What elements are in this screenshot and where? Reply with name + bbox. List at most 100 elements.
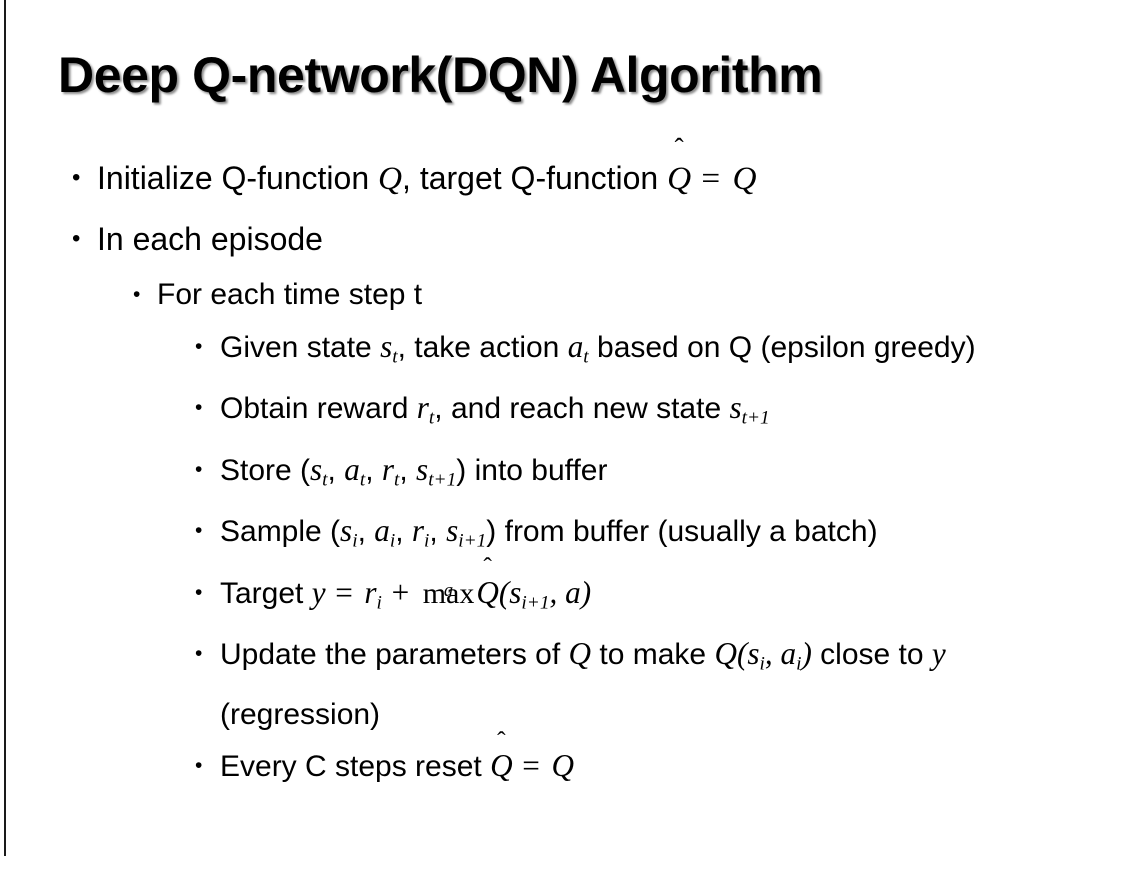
math-var-s-base: s bbox=[380, 329, 393, 364]
math-var-s: st bbox=[380, 329, 398, 367]
math-sub-t: t bbox=[583, 346, 589, 368]
math-sub-t: t bbox=[428, 407, 435, 429]
bullet-given-state-text: Given state st, take action at based on … bbox=[220, 321, 1100, 382]
math-var-r-base: r bbox=[381, 451, 394, 487]
bullet-initialize-text: Initialize Q-function Q, target Q-functi… bbox=[97, 148, 1124, 209]
bullet-sample-buffer: • Sample (si, ai, ri, si+1) from buffer … bbox=[0, 505, 1124, 566]
math-max-limit: a bbox=[443, 580, 454, 602]
bullet-sample-buffer-text: Sample (si, ai, ri, si+1) from buffer (u… bbox=[220, 505, 1100, 566]
bullet-list-level-3: • Given state st, take action at based o… bbox=[0, 321, 1124, 792]
bullet-store-buffer-text: Store (st, at, rt, st+1) into buffer bbox=[220, 444, 1100, 505]
bullet-target-equation: • Target y = ri + maxâQ(si+1, a) bbox=[0, 567, 1124, 628]
text-run: , bbox=[365, 453, 382, 487]
bullet-for-each-time-step-text: For each time step t bbox=[157, 278, 423, 311]
text-run: Initialize Q-function bbox=[97, 160, 379, 196]
math-var-q-hat: ̂Q bbox=[490, 740, 513, 791]
bullet-dot-icon: • bbox=[195, 642, 203, 666]
math-var-r: rt bbox=[381, 451, 400, 491]
text-run: based on Q (epsilon greedy) bbox=[588, 331, 976, 364]
text-run: close to bbox=[811, 638, 932, 672]
text-run: Obtain reward bbox=[220, 392, 417, 426]
math-sub-t-plus-1: t+1 bbox=[741, 407, 770, 429]
bullet-dot-icon: • bbox=[195, 335, 203, 358]
text-run: (regression) bbox=[220, 698, 381, 732]
bullet-list-level-1: • Initialize Q-function Q, target Q-func… bbox=[0, 148, 1124, 792]
math-var-s-next: st+1 bbox=[416, 452, 456, 490]
math-var-s-base: s bbox=[729, 390, 742, 426]
math-paren-close: ) bbox=[801, 636, 812, 672]
bullet-for-each-time-step: • For each time step t bbox=[0, 269, 1124, 321]
text-run: , take action bbox=[397, 331, 568, 364]
nested-level-2-container: • For each time step t • Given state st,… bbox=[0, 269, 1124, 792]
math-equals: = bbox=[701, 160, 723, 197]
math-var-q: Q bbox=[551, 748, 574, 784]
math-var-y: y bbox=[311, 574, 326, 610]
bullet-dot-icon: • bbox=[195, 580, 203, 604]
math-var-s-base: s bbox=[446, 513, 459, 549]
math-sub: t bbox=[394, 469, 400, 491]
bullet-obtain-reward: • Obtain reward rt, and reach new state … bbox=[0, 382, 1124, 443]
math-plus: + bbox=[391, 574, 412, 610]
bullet-dot-icon: • bbox=[195, 519, 203, 543]
text-run: to make bbox=[591, 638, 715, 672]
math-var-s-base: s bbox=[509, 574, 522, 610]
math-var-s-next: st+1 bbox=[729, 390, 769, 428]
math-var-s-base: s bbox=[747, 636, 760, 672]
bullet-list-level-2: • For each time step t • Given state st,… bbox=[0, 269, 1124, 792]
math-var-r: ri bbox=[411, 513, 430, 551]
bullet-reset-target-network: • Every C steps reset ̂Q = Q bbox=[0, 740, 1124, 792]
text-run: , bbox=[395, 515, 412, 549]
math-equals: = bbox=[335, 574, 355, 610]
bullet-dot-icon: • bbox=[72, 225, 81, 252]
math-var-q-base: Q bbox=[667, 160, 692, 197]
math-var-q2: Q bbox=[732, 160, 757, 197]
bullet-dot-icon: • bbox=[133, 283, 141, 306]
math-paren-open: ( bbox=[736, 636, 748, 672]
bullet-reset-target-network-text: Every C steps reset ̂Q = Q bbox=[220, 740, 1100, 792]
math-var-q: Q bbox=[568, 636, 592, 672]
math-var-a-base: a bbox=[374, 513, 390, 549]
bullet-target-equation-text: Target y = ri + maxâQ(si+1, a) bbox=[220, 567, 1100, 628]
math-var-r-base: r bbox=[416, 390, 429, 426]
math-paren-open: ( bbox=[498, 574, 510, 610]
math-var-s: si bbox=[747, 636, 765, 675]
bullet-dot-icon: • bbox=[195, 754, 203, 778]
text-run: Update the parameters of bbox=[220, 638, 569, 672]
math-sub-i: i bbox=[759, 653, 765, 675]
math-sub-i: i bbox=[796, 653, 802, 675]
math-var-a: at bbox=[568, 329, 589, 368]
text-run: , bbox=[357, 515, 375, 549]
math-var-r: ri bbox=[364, 574, 382, 613]
bullet-in-each-episode: • In each episode bbox=[0, 209, 1124, 269]
math-var-q2: Q bbox=[714, 636, 737, 672]
math-var-s-base: s bbox=[340, 513, 353, 549]
text-run: ) into buffer bbox=[456, 453, 608, 487]
math-var-s-next: si+1 bbox=[509, 574, 550, 614]
math-sub-i-plus-1: i+1 bbox=[521, 592, 550, 614]
math-var-q: Q bbox=[378, 160, 403, 197]
bullet-dot-icon: • bbox=[195, 396, 203, 420]
page-title: Deep Q-network(DQN) Algorithm bbox=[58, 47, 823, 103]
text-run: Target bbox=[220, 576, 312, 610]
math-max-label: max bbox=[422, 576, 475, 610]
text-run: , bbox=[399, 453, 417, 487]
bullet-given-state: • Given state st, take action at based o… bbox=[0, 321, 1124, 382]
bullet-dot-icon: • bbox=[195, 457, 203, 481]
math-var-r: rt bbox=[416, 390, 435, 428]
math-var-r-base: r bbox=[411, 513, 425, 549]
text-run: Store ( bbox=[220, 453, 311, 487]
math-var-q-base: Q bbox=[476, 574, 499, 610]
math-sub: t bbox=[359, 469, 366, 491]
math-var-a-base: a bbox=[344, 451, 360, 487]
math-var-a: ai bbox=[780, 636, 802, 675]
text-run: Given state bbox=[220, 331, 381, 364]
math-var-q-hat: ̂Q bbox=[476, 567, 499, 618]
text-run: Every C steps reset bbox=[220, 750, 491, 784]
bullet-update-parameters-text: Update the parameters of Q to make Q(si,… bbox=[220, 628, 1100, 740]
math-var-a: at bbox=[344, 451, 366, 491]
math-paren-close: ) bbox=[580, 574, 592, 610]
math-var-r-base: r bbox=[364, 574, 377, 610]
bullet-update-parameters: • Update the parameters of Q to make Q(s… bbox=[0, 628, 1124, 740]
